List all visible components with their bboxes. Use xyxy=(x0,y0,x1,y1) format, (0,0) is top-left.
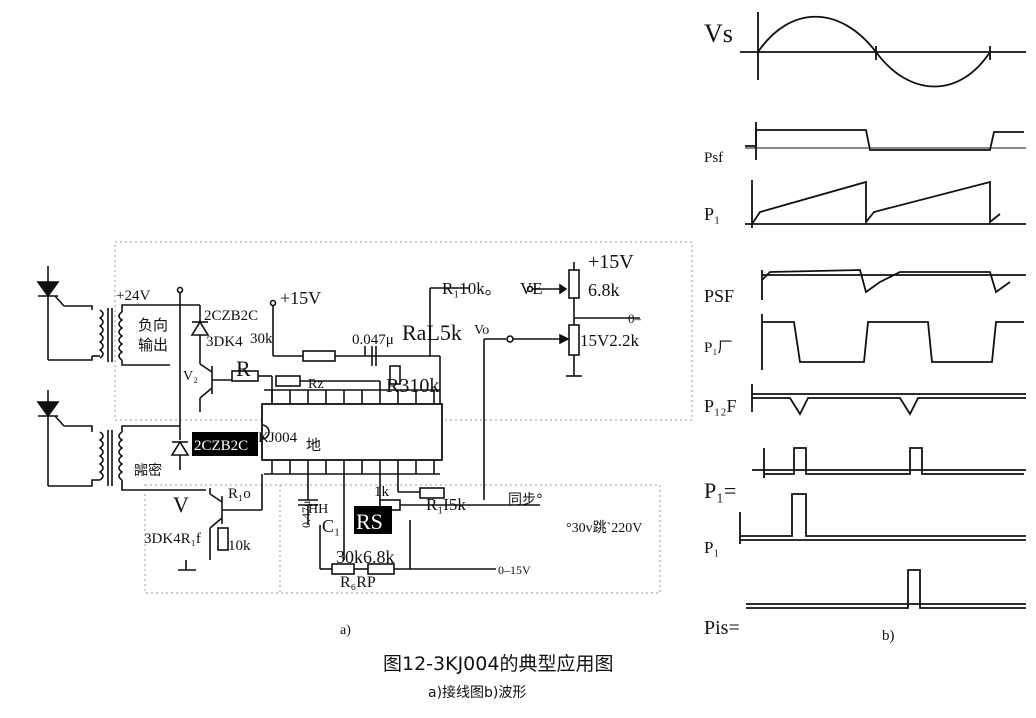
label-rs-bg xyxy=(354,506,392,534)
label-mimi: 嘂密 xyxy=(134,462,162,479)
transistor-v2-icon xyxy=(199,350,232,412)
wave-label-p12f: P₁₂F xyxy=(704,396,737,416)
pulse-transformer-bottom-icon xyxy=(48,425,180,491)
wave-label-p1-d: P₁ xyxy=(704,538,719,557)
wave-label-p1-c: P₁= xyxy=(704,478,736,503)
caption-subtitle: a)接线图b)波形 xyxy=(428,684,526,701)
label-diode-bottom: 2CZB2C xyxy=(194,438,248,454)
label-tr: 3DK4 xyxy=(206,334,243,350)
zener-diode-bottom-icon xyxy=(170,420,190,470)
resistor-rz-icon xyxy=(275,375,301,387)
label-rlf: 3DK4R₁f xyxy=(144,531,201,547)
wave-label-p1-a: P₁ xyxy=(704,204,720,224)
label-ic-name: KJ004 xyxy=(258,430,298,446)
thyristor-top-icon xyxy=(36,266,93,360)
label-v: V xyxy=(173,492,189,517)
label-rs: RS xyxy=(356,509,383,534)
wave-label-pis: Pis= xyxy=(704,617,740,639)
potentiometer-top-icon xyxy=(559,262,640,319)
resistor-r3-icon xyxy=(389,365,401,385)
label-ral: RaL5k xyxy=(402,320,462,345)
label-r30k: 30k xyxy=(250,331,273,347)
label-v30: °30v跳`220V xyxy=(566,520,642,536)
label-rz: Rz xyxy=(308,377,324,392)
label-sync: 同步° xyxy=(508,492,543,508)
waveform-p1-d xyxy=(739,493,1026,544)
kj004-chip-icon xyxy=(261,381,443,475)
label-c1: C₁ xyxy=(322,516,340,536)
label-r15k: R₁I5k xyxy=(426,495,466,514)
wave-label-sub-b: b) xyxy=(882,628,895,644)
wave-label-psf-small: Psf xyxy=(704,150,723,166)
label-r310k: R310k xyxy=(386,375,439,397)
label-diode-bottom-bg xyxy=(192,432,258,456)
capacitor-047-icon xyxy=(364,346,377,366)
label-r1-10k: R₁10k。 xyxy=(442,279,502,298)
label-v15-22k: 15V2.2k xyxy=(580,331,640,350)
waveform-p1-a xyxy=(745,180,1026,228)
thyristor-bottom-icon xyxy=(36,390,93,486)
label-cap047: 0.047μ xyxy=(352,332,394,348)
label-vo: Vo xyxy=(474,323,489,338)
waveform-labels: Vs Psf P₁ PSF P₁厂 P₁₂F P₁= P₁ Pis= b) xyxy=(704,19,895,644)
label-zero-tick: 0– xyxy=(628,311,642,326)
waveform-p1-b xyxy=(761,314,1024,370)
wave-label-psf: PSF xyxy=(704,286,734,306)
label-r10k: 10k xyxy=(228,538,251,554)
waveform-p12f xyxy=(751,384,1026,416)
label-cap-vert: 0.47μ xyxy=(299,501,313,528)
waveform-psf xyxy=(761,269,1026,300)
label-ve: VE xyxy=(520,279,543,298)
waveform-psf-small xyxy=(745,122,1026,160)
wave-label-vs: Vs xyxy=(704,19,733,48)
label-sub-a: a) xyxy=(340,623,351,638)
transistor-v-icon xyxy=(209,488,240,529)
label-plus15-a: +15V xyxy=(280,288,321,308)
label-r: R xyxy=(236,356,251,381)
dotted-regions xyxy=(114,241,693,594)
label-neg-out-2: 输出 xyxy=(138,336,168,354)
label-r1k: 1k xyxy=(374,484,390,500)
circuit-labels: +24V 2CZB2C 负向 输出 +15V 3DK4 30k R V₂ Rz … xyxy=(116,251,642,638)
label-neg-out-1: 负向 xyxy=(138,316,168,334)
waveform-p1-c xyxy=(752,447,1026,478)
label-plus15-b: +15V xyxy=(588,251,634,273)
capacitor-c1-icon xyxy=(298,474,318,525)
label-diode-top: 2CZB2C xyxy=(204,308,258,324)
circuit-diagram xyxy=(36,241,693,594)
wave-label-p1-b: P₁厂 xyxy=(704,340,733,356)
resistor-30k-icon xyxy=(302,350,336,362)
caption-title: 图12-3KJ004的典型应用图 xyxy=(383,653,613,675)
waveform-panel xyxy=(739,12,1026,609)
pulse-transformer-top-icon xyxy=(48,304,180,366)
zener-diode-top-icon xyxy=(190,305,210,350)
label-r6rp: R₆RP xyxy=(340,574,376,591)
waveform-vs xyxy=(740,12,1026,88)
label-r68k: 6.8k xyxy=(588,280,620,300)
label-r10: R₁o xyxy=(228,486,251,502)
label-ground-char: 地 xyxy=(306,436,321,454)
resistor-r15k-icon xyxy=(419,487,445,499)
label-minus15: 0–15V xyxy=(498,563,531,577)
label-r30k68k: 30k6.8k xyxy=(336,547,395,567)
resistor-r10-icon xyxy=(217,527,229,551)
potentiometer-bottom-icon xyxy=(559,318,582,377)
label-v2: V₂ xyxy=(183,369,198,384)
waveform-pis xyxy=(746,569,1026,609)
figure-caption: 图12-3KJ004的典型应用图 a)接线图b)波形 xyxy=(383,653,613,701)
label-hh: HH xyxy=(308,502,328,517)
label-plus24: +24V xyxy=(116,288,150,304)
